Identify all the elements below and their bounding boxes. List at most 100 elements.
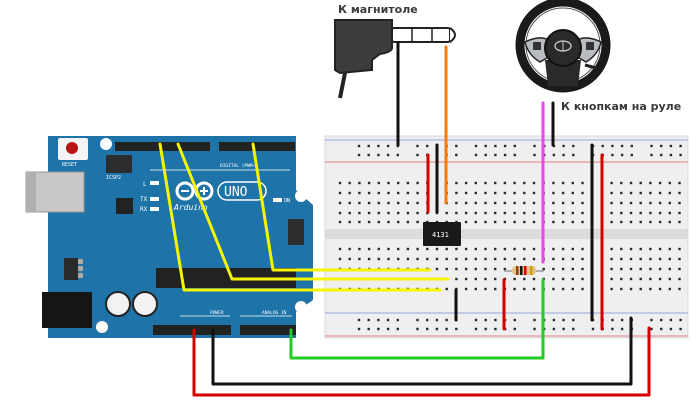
breadboard-hole: [474, 257, 477, 261]
breadboard-hole: [474, 191, 477, 195]
breadboard-hole: [387, 257, 390, 261]
breadboard-hole: [484, 191, 487, 195]
breadboard-hole: [455, 144, 458, 148]
breadboard-hole: [572, 318, 575, 322]
breadboard-hole: [561, 220, 565, 224]
breadboard-hole: [338, 211, 342, 215]
breadboard-hole: [513, 257, 516, 261]
breadboard-hole: [503, 201, 507, 205]
breadboard-hole: [660, 318, 663, 322]
breadboard-hole: [611, 144, 614, 148]
breadboard-hole: [533, 327, 536, 331]
breadboard-hole: [435, 318, 439, 322]
breadboard-hole: [581, 211, 584, 215]
breadboard-hole: [367, 211, 371, 215]
analog-header: [240, 325, 296, 335]
breadboard-hole: [650, 144, 653, 148]
breadboard-hole: [474, 318, 478, 322]
breadboard-hole: [513, 211, 516, 215]
breadboard-hole: [513, 247, 516, 251]
breadboard-hole: [455, 277, 458, 281]
breadboard-hole: [494, 327, 497, 331]
breadboard-hole: [629, 247, 633, 251]
breadboard-hole: [639, 211, 642, 215]
breadboard-hole: [406, 201, 410, 205]
breadboard-hole: [367, 181, 371, 185]
breadboard-hole: [357, 318, 361, 322]
breadboard-hole: [387, 181, 390, 185]
breadboard-hole: [484, 247, 487, 251]
breadboard-hole: [532, 257, 536, 261]
breadboard-hole: [620, 181, 623, 185]
breadboard-hole: [620, 287, 623, 291]
breadboard-hole: [377, 318, 380, 322]
breadboard-hole: [386, 144, 390, 148]
breadboard-hole: [523, 247, 526, 251]
breadboard-hole: [591, 327, 595, 331]
breadboard-hole: [639, 287, 642, 291]
breadboard-hole: [552, 257, 555, 261]
breadboard-hole: [561, 257, 565, 261]
breadboard-hole: [397, 191, 400, 195]
ic-chip: 4131: [423, 222, 461, 246]
breadboard-hole: [571, 287, 574, 291]
breadboard-hole: [484, 201, 487, 205]
breadboard-hole: [484, 257, 487, 261]
breadboard-hole: [338, 181, 342, 185]
dc-power-jack: [42, 292, 92, 328]
breadboard-hole: [620, 267, 623, 271]
breadboard-hole: [571, 247, 574, 251]
breadboard-hole: [668, 247, 671, 251]
breadboard-hole: [669, 144, 673, 148]
breadboard-hole: [669, 318, 673, 322]
breadboard-hole: [435, 267, 439, 271]
breadboard-hole: [533, 318, 536, 322]
breadboard-hole: [552, 247, 555, 251]
breadboard-hole: [464, 220, 468, 224]
reset-button[interactable]: [66, 142, 78, 154]
breadboard-hole: [611, 318, 614, 322]
breadboard-hole: [474, 181, 477, 185]
breadboard-hole: [484, 277, 487, 281]
tape-recorder-label: К магнитоле: [338, 3, 418, 16]
breadboard-hole: [416, 318, 419, 322]
breadboard-hole: [532, 191, 536, 195]
breadboard-hole: [679, 144, 682, 148]
breadboard-hole: [396, 153, 399, 157]
breadboard-hole: [464, 191, 468, 195]
breadboard-hole: [503, 153, 507, 157]
breadboard-hole: [513, 191, 516, 195]
breadboard-hole: [474, 201, 477, 205]
breadboard-hole: [658, 287, 662, 291]
breadboard-hole: [416, 211, 419, 215]
breadboard-hole: [464, 257, 468, 261]
breadboard-hole: [629, 287, 633, 291]
breadboard-hole: [338, 220, 342, 224]
breadboard-hole: [571, 267, 574, 271]
breadboard-hole: [455, 247, 458, 251]
yellow-wire-2: [176, 142, 450, 281]
breadboard-hole: [484, 211, 487, 215]
chip-label: 4131: [432, 231, 449, 239]
breadboard-hole: [581, 287, 584, 291]
breadboard-hole: [503, 211, 507, 215]
breadboard-hole: [397, 211, 400, 215]
breadboard-hole: [678, 191, 681, 195]
breadboard-hole: [629, 211, 633, 215]
breadboard-hole: [532, 211, 536, 215]
breadboard-hole: [629, 267, 633, 271]
breadboard-hole: [649, 247, 652, 251]
breadboard-hole: [416, 247, 419, 251]
breadboard-hole: [523, 257, 526, 261]
breadboard-hole: [660, 153, 663, 157]
breadboard-hole: [660, 327, 663, 331]
breadboard-hole: [367, 153, 370, 157]
breadboard-hole: [629, 257, 633, 261]
breadboard-hole: [650, 318, 653, 322]
breadboard-hole: [513, 318, 516, 322]
breadboard-hole: [561, 287, 565, 291]
breadboard-hole: [552, 181, 555, 185]
breadboard-hole: [581, 201, 584, 205]
breadboard-hole: [416, 191, 419, 195]
breadboard-hole: [406, 220, 410, 224]
